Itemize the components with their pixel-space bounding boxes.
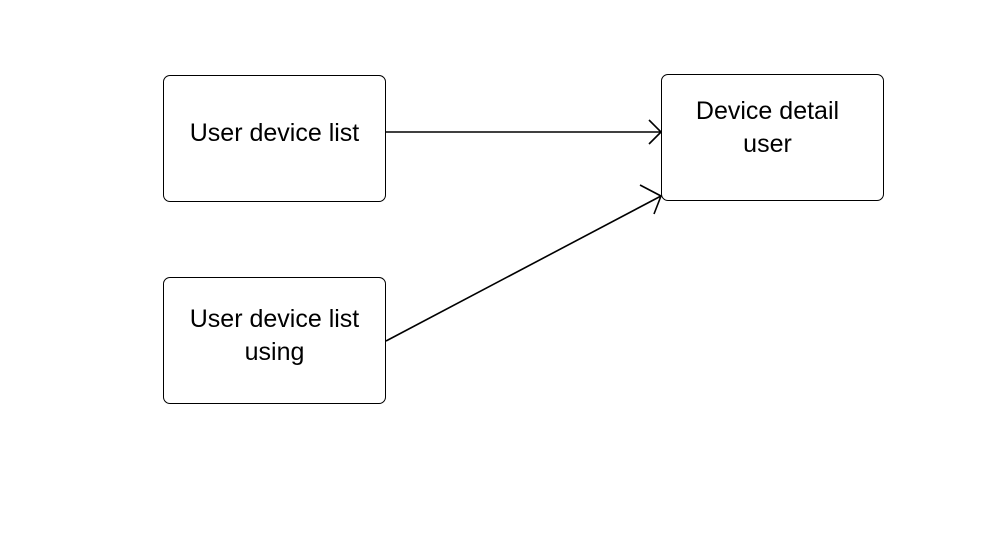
arrowhead-icon [639,184,662,215]
node-device-detail-user: Device detail user [661,74,884,201]
node-label: Device detail user [695,96,840,158]
edge-list-to-detail [386,119,662,145]
node-label: User device list [189,119,360,147]
node-label: User device list using [189,304,360,366]
node-user-device-list: User device list [163,75,386,202]
node-user-device-list-using: User device list using [163,277,386,404]
edge-using-to-detail [385,184,662,342]
